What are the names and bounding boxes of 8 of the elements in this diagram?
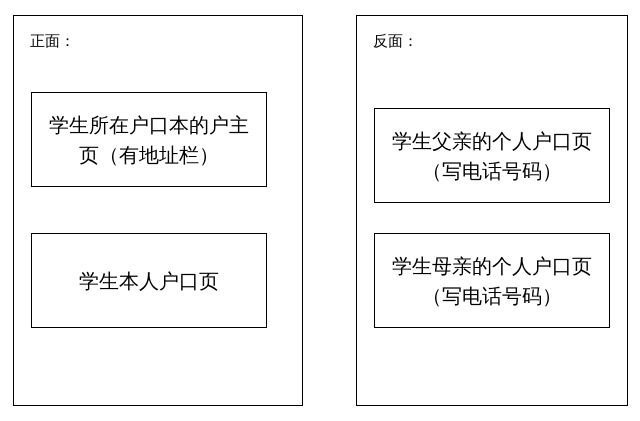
text-box: 学生父亲的个人户口页（写电话号码） — [374, 108, 610, 203]
page-panel — [13, 15, 303, 406]
page-panel — [356, 15, 628, 406]
text-box: 学生母亲的个人户口页（写电话号码） — [374, 233, 610, 328]
panel-heading: 反面： — [373, 32, 418, 50]
text-box: 学生本人户口页 — [31, 233, 267, 328]
text-box: 学生所在户口本的户主页（有地址栏） — [31, 92, 267, 187]
panel-heading: 正面： — [30, 32, 75, 50]
